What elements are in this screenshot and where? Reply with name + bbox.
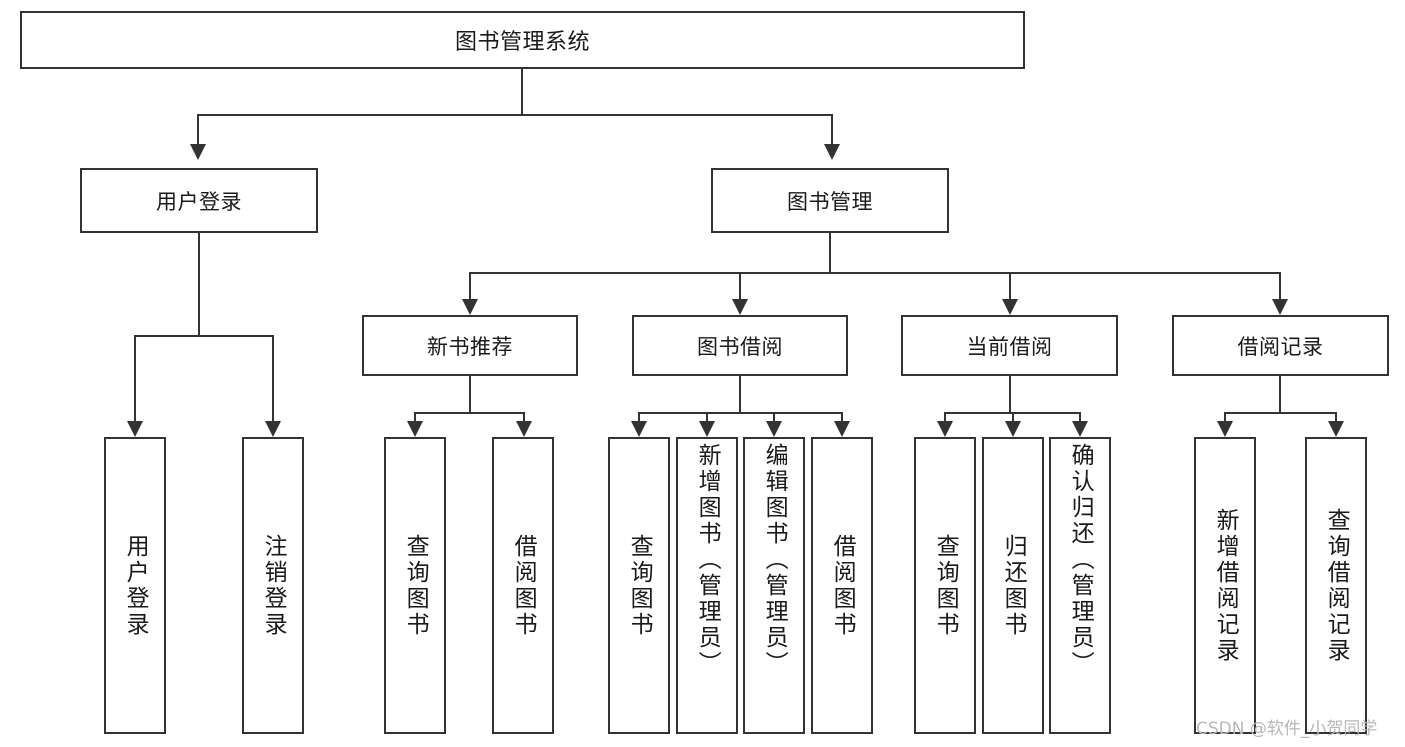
leaf-book-borrow-borrow[interactable]: 借阅图书 — [811, 437, 873, 734]
node-user-login[interactable]: 用户登录 — [80, 168, 318, 233]
connector-book-manage-to-current-borrow — [1009, 272, 1011, 299]
arrow-new-book-to-leaf-2 — [516, 421, 532, 437]
connector-borrow-record-bus — [1224, 412, 1336, 414]
connector-user-login-bus — [134, 335, 272, 337]
connector-book-manage-to-book-borrow — [739, 272, 741, 299]
connector-borrow-record-to-leaf-1 — [1224, 412, 1226, 422]
node-label: 新书推荐 — [427, 334, 513, 359]
connector-user-login-to-leaf-1 — [134, 335, 136, 421]
connector-book-manage-bus — [469, 272, 1281, 274]
leaf-label: 借阅图书 — [510, 533, 537, 638]
leaf-label: 查询图书 — [626, 533, 653, 638]
leaf-label: 编辑图书（管理员） — [761, 443, 788, 677]
connector-new-book-to-leaf-2 — [523, 412, 525, 422]
node-label: 图书管理系统 — [454, 30, 590, 55]
connector-book-borrow-to-leaf-2 — [706, 412, 708, 422]
connector-user-login-to-leaf-2 — [272, 335, 274, 421]
node-root-system[interactable]: 图书管理系统 — [20, 11, 1025, 69]
connector-new-book-to-leaf-1 — [414, 412, 416, 422]
arrow-user-login-to-leaf-1 — [127, 421, 143, 437]
connector-book-borrow-bus — [638, 412, 842, 414]
arrow-book-manage-to-borrow-record — [1272, 299, 1288, 315]
arrow-book-manage-to-new-book — [462, 299, 478, 315]
leaf-book-borrow-edit[interactable]: 编辑图书（管理员） — [743, 437, 805, 734]
connector-book-borrow-stem — [739, 376, 741, 412]
leaf-label: 查询借阅记录 — [1323, 507, 1350, 664]
connector-book-borrow-to-leaf-4 — [841, 412, 843, 422]
connector-book-borrow-to-leaf-1 — [638, 412, 640, 422]
node-book-manage[interactable]: 图书管理 — [711, 168, 949, 233]
connector-root-stem — [521, 69, 523, 114]
connector-new-book-bus — [414, 412, 524, 414]
leaf-new-book-borrow[interactable]: 借阅图书 — [492, 437, 554, 734]
leaf-borrow-record-add[interactable]: 新增借阅记录 — [1194, 437, 1256, 734]
leaf-label: 新增图书（管理员） — [694, 443, 721, 677]
arrow-current-borrow-to-leaf-2 — [1005, 421, 1021, 437]
node-borrow-record[interactable]: 借阅记录 — [1172, 315, 1389, 376]
connector-new-book-stem — [469, 376, 471, 412]
leaf-book-borrow-query[interactable]: 查询图书 — [608, 437, 670, 734]
arrow-book-borrow-to-leaf-4 — [834, 421, 850, 437]
leaf-user-login-logout[interactable]: 注销登录 — [242, 437, 304, 734]
leaf-label: 新增借阅记录 — [1212, 507, 1239, 664]
leaf-borrow-record-query[interactable]: 查询借阅记录 — [1305, 437, 1367, 734]
arrow-root-to-user-login — [190, 144, 206, 160]
leaf-new-book-query[interactable]: 查询图书 — [384, 437, 446, 734]
connector-current-borrow-stem — [1009, 376, 1011, 412]
leaf-current-borrow-query[interactable]: 查询图书 — [914, 437, 976, 734]
arrow-current-borrow-to-leaf-1 — [937, 421, 953, 437]
arrow-book-manage-to-book-borrow — [732, 299, 748, 315]
connector-user-login-stem — [198, 233, 200, 335]
connector-borrow-record-to-leaf-2 — [1335, 412, 1337, 422]
leaf-label: 借阅图书 — [829, 533, 856, 638]
connector-current-borrow-to-leaf-3 — [1079, 412, 1081, 422]
leaf-label: 注销登录 — [260, 533, 287, 638]
leaf-current-borrow-confirm-return[interactable]: 确认归还（管理员） — [1049, 437, 1111, 734]
leaf-user-login-login[interactable]: 用户登录 — [104, 437, 166, 734]
arrow-new-book-to-leaf-1 — [407, 421, 423, 437]
watermark-text: CSDN @软件_小贺同学 — [1196, 719, 1378, 739]
leaf-book-borrow-add[interactable]: 新增图书（管理员） — [676, 437, 738, 734]
leaf-label: 查询图书 — [402, 533, 429, 638]
node-new-book-recommend[interactable]: 新书推荐 — [362, 315, 578, 376]
node-label: 当前借阅 — [966, 334, 1053, 359]
connector-root-to-book-manage — [831, 114, 833, 144]
connector-book-manage-stem — [829, 233, 831, 272]
arrow-current-borrow-to-leaf-3 — [1072, 421, 1088, 437]
arrow-root-to-book-manage — [824, 144, 840, 160]
leaf-label: 确认归还（管理员） — [1067, 443, 1094, 677]
arrow-book-manage-to-current-borrow — [1002, 299, 1018, 315]
node-book-borrow[interactable]: 图书借阅 — [632, 315, 848, 376]
node-label: 用户登录 — [156, 189, 242, 214]
connector-root-bus — [197, 114, 833, 116]
connector-borrow-record-stem — [1279, 376, 1281, 412]
connector-root-to-user-login — [197, 114, 199, 144]
arrow-borrow-record-to-leaf-2 — [1328, 421, 1344, 437]
connector-current-borrow-to-leaf-2 — [1012, 412, 1014, 422]
node-label: 借阅记录 — [1237, 334, 1324, 359]
connector-current-borrow-bus — [944, 412, 1079, 414]
connector-book-manage-to-borrow-record — [1279, 272, 1281, 299]
node-current-borrow[interactable]: 当前借阅 — [901, 315, 1118, 376]
leaf-current-borrow-return[interactable]: 归还图书 — [982, 437, 1044, 734]
leaf-label: 用户登录 — [122, 533, 149, 638]
leaf-label: 归还图书 — [1000, 533, 1027, 638]
node-label: 图书管理 — [787, 189, 873, 214]
connector-current-borrow-to-leaf-1 — [944, 412, 946, 422]
leaf-label: 查询图书 — [932, 533, 959, 638]
connector-book-manage-to-new-book — [469, 272, 471, 299]
node-label: 图书借阅 — [697, 334, 783, 359]
arrow-user-login-to-leaf-2 — [265, 421, 281, 437]
arrow-book-borrow-to-leaf-1 — [631, 421, 647, 437]
arrow-borrow-record-to-leaf-1 — [1217, 421, 1233, 437]
connector-book-borrow-to-leaf-3 — [773, 412, 775, 422]
arrow-book-borrow-to-leaf-3 — [766, 421, 782, 437]
arrow-book-borrow-to-leaf-2 — [699, 421, 715, 437]
